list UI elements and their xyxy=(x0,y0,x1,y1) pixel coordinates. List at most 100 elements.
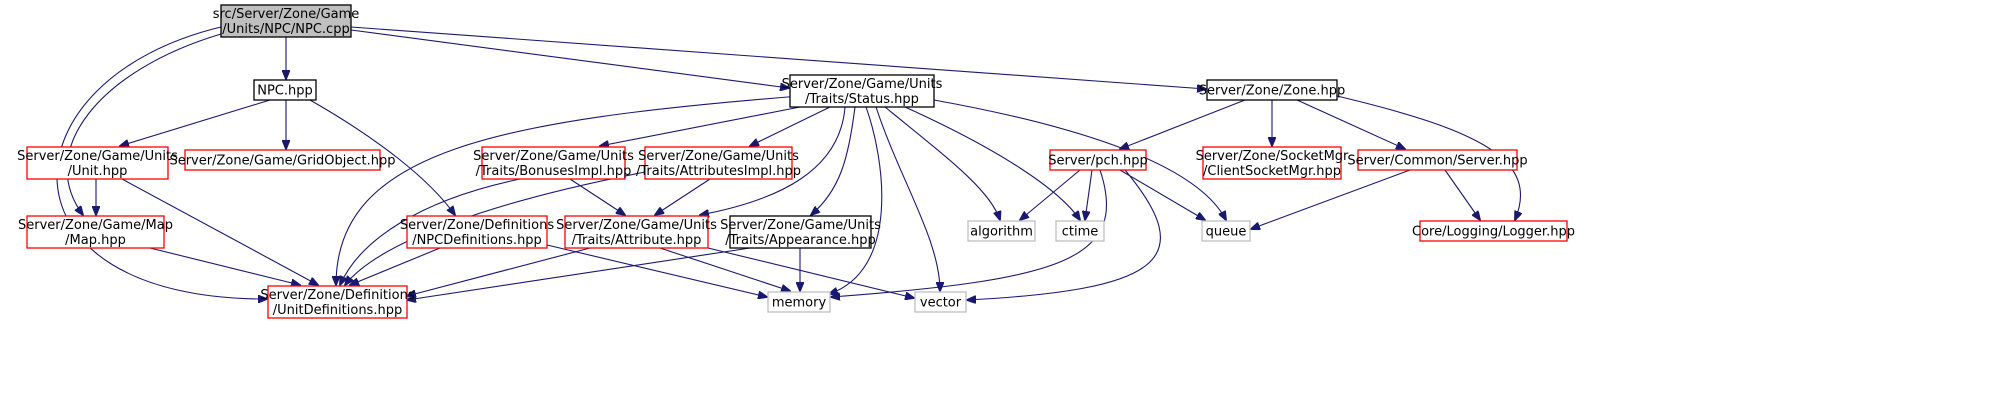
edge-server-to-queue xyxy=(1251,169,1411,229)
edge-attrimpl-to-attribute xyxy=(655,178,711,215)
edge-npcdefs-to-memory xyxy=(546,244,767,297)
node-box xyxy=(914,291,967,313)
node-label: Server/Zone/Game/Units xyxy=(638,149,799,164)
edge-pch-to-ctime xyxy=(1085,169,1093,220)
node-box xyxy=(1202,146,1342,180)
node-attrimpl[interactable]: Server/Zone/Game/Units/Traits/Attributes… xyxy=(636,146,801,180)
node-box xyxy=(729,215,872,249)
node-label: NPC.hpp xyxy=(257,84,313,99)
node-label: /Traits/BonusesImpl.hpp xyxy=(476,164,632,179)
node-label: Server/Zone/Game/Units xyxy=(782,77,943,92)
node-box xyxy=(1357,149,1518,171)
edge-status-to-unitdefs xyxy=(336,95,801,285)
node-algorithm: algorithm xyxy=(967,220,1036,242)
node-pch[interactable]: Server/pch.hpp xyxy=(1048,149,1148,171)
node-grid[interactable]: Server/Zone/Game/GridObject.hpp xyxy=(169,149,396,171)
node-box xyxy=(267,285,408,319)
node-box xyxy=(220,4,352,38)
node-box xyxy=(406,215,548,249)
node-zone[interactable]: Server/Zone/Zone.hpp xyxy=(1199,79,1345,101)
node-label: Core/Logging/Logger.hpp xyxy=(1412,225,1575,240)
node-label: Server/Zone/Game/Units xyxy=(556,218,717,233)
edge-status-to-algorithm xyxy=(884,106,1000,220)
edge-pch-to-algorithm xyxy=(1020,169,1081,220)
edge-status-to-memory xyxy=(829,106,883,294)
node-npccpp[interactable]: src/Server/Zone/Game/Units/NPC/NPC.cpp xyxy=(213,4,360,38)
edge-zone-to-server xyxy=(1296,99,1405,149)
node-label: Server/Zone/Game/Units xyxy=(17,149,178,164)
node-box xyxy=(967,220,1036,242)
edge-status-to-appearance xyxy=(811,106,856,215)
node-label: algorithm xyxy=(970,225,1033,240)
node-box xyxy=(789,74,935,108)
node-box xyxy=(26,215,165,249)
node-label: Server/Common/Server.hpp xyxy=(1347,154,1527,169)
edge-bonuses-to-unitdefs xyxy=(340,178,521,285)
node-npchpp[interactable]: NPC.hpp xyxy=(253,79,317,101)
node-unitdefs[interactable]: Server/Zone/Definitions/UnitDefinitions.… xyxy=(260,285,415,319)
edge-npccpp-to-zone xyxy=(350,26,1206,89)
node-queue: queue xyxy=(1201,220,1251,242)
edge-bonuses-to-attribute xyxy=(569,178,625,215)
node-label: /Units/NPC/NPC.cpp xyxy=(222,22,349,37)
edge-pch-to-vector xyxy=(967,169,1161,300)
edge-status-to-attribute xyxy=(700,106,846,215)
node-label: /Traits/Status.hpp xyxy=(805,92,919,107)
node-box xyxy=(767,291,831,313)
node-label: /Map.hpp xyxy=(65,233,126,248)
node-label: /Traits/Attribute.hpp xyxy=(572,233,702,248)
node-appearance[interactable]: Server/Zone/Game/Units/Traits/Appearance… xyxy=(720,215,881,249)
node-socket[interactable]: Server/Zone/SocketMgr/ClientSocketMgr.hp… xyxy=(1196,146,1349,180)
node-label: /ClientSocketMgr.hpp xyxy=(1203,164,1341,179)
node-server[interactable]: Server/Common/Server.hpp xyxy=(1347,149,1528,171)
node-label: /Traits/AttributesImpl.hpp xyxy=(636,164,801,179)
node-label: Server/Zone/Game/GridObject.hpp xyxy=(169,154,395,169)
node-bonuses[interactable]: Server/Zone/Game/Units/Traits/BonusesImp… xyxy=(473,146,634,180)
edges-layer xyxy=(56,26,1521,300)
edge-status-to-vector xyxy=(875,106,940,291)
node-box xyxy=(1206,79,1338,101)
edge-zone-to-pch xyxy=(1120,99,1246,149)
node-label: /Traits/Appearance.hpp xyxy=(725,233,876,248)
node-unit[interactable]: Server/Zone/Game/Units/Unit.hpp xyxy=(17,146,178,180)
node-box xyxy=(564,215,709,249)
node-label: src/Server/Zone/Game xyxy=(213,7,360,22)
edge-status-to-attrimpl xyxy=(750,106,831,146)
edge-npccpp-to-status xyxy=(350,29,789,88)
node-label: /Unit.hpp xyxy=(68,164,128,179)
node-ctime: ctime xyxy=(1055,220,1105,242)
node-map[interactable]: Server/Zone/Game/Map/Map.hpp xyxy=(18,215,173,249)
node-box xyxy=(1201,220,1251,242)
node-npcdefs[interactable]: Server/Zone/Definitions/NPCDefinitions.h… xyxy=(400,215,554,249)
node-label: vector xyxy=(920,296,962,311)
edge-attribute-to-unitdefs xyxy=(407,247,591,296)
node-label: Server/Zone/SocketMgr xyxy=(1196,149,1349,164)
edge-server-to-logger xyxy=(1444,169,1480,220)
node-label: Server/Zone/Definitions xyxy=(400,218,554,233)
edge-zone-to-logger xyxy=(1336,95,1521,220)
edge-npcdefs-to-unitdefs xyxy=(350,247,441,285)
node-label: Server/Zone/Game/Units xyxy=(473,149,634,164)
node-logger[interactable]: Core/Logging/Logger.hpp xyxy=(1412,220,1575,242)
node-label: /UnitDefinitions.hpp xyxy=(273,303,402,318)
node-box xyxy=(26,146,169,180)
edge-npccpp-to-unitdefs xyxy=(56,26,267,299)
node-box xyxy=(1049,149,1147,171)
node-memory: memory xyxy=(767,291,831,313)
edge-appearance-to-unitdefs xyxy=(407,247,751,300)
node-label: /NPCDefinitions.hpp xyxy=(412,233,542,248)
node-box xyxy=(644,146,793,180)
node-attribute[interactable]: Server/Zone/Game/Units/Traits/Attribute.… xyxy=(556,215,717,249)
node-vector: vector xyxy=(914,291,967,313)
edge-pch-to-memory xyxy=(831,169,1108,297)
node-box xyxy=(184,149,381,171)
edge-pch-to-queue xyxy=(1119,169,1205,220)
node-box xyxy=(1419,220,1568,242)
node-box xyxy=(253,79,317,101)
edge-map-to-unitdefs xyxy=(149,247,300,285)
edge-attribute-to-vector xyxy=(707,247,914,298)
edge-npchpp-to-npcdefs xyxy=(309,99,455,215)
node-status[interactable]: Server/Zone/Game/Units/Traits/Status.hpp xyxy=(782,74,943,108)
node-label: Server/Zone/Zone.hpp xyxy=(1199,84,1345,99)
